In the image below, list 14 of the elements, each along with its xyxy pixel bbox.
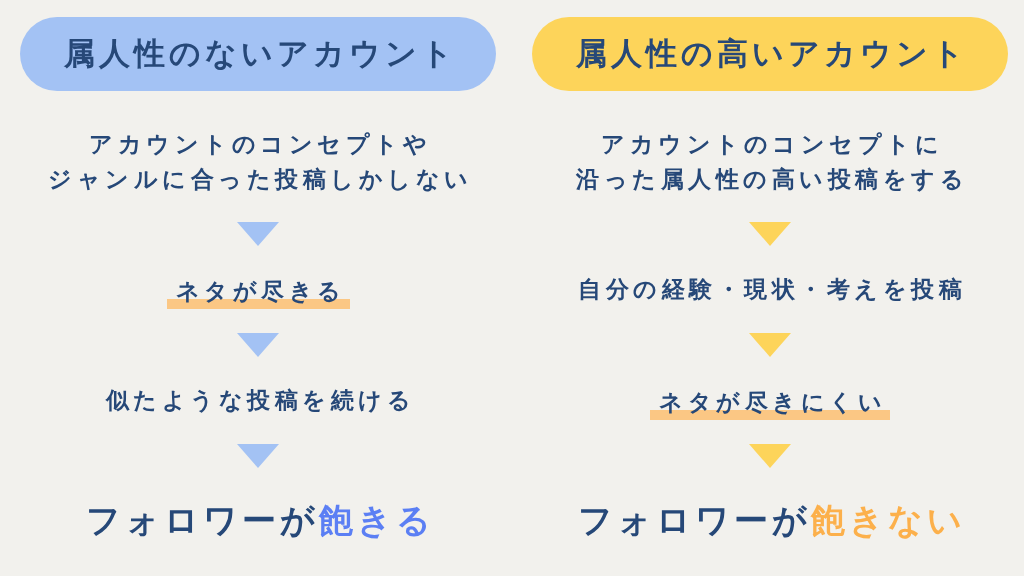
conclusion-text: フォロワーが飽きる [84,499,435,542]
step-text: 似たような投稿を続ける [104,386,415,415]
flow-arrow [237,222,279,246]
flow-arrow [237,444,279,468]
flow-arrow [749,333,791,357]
step-text: アカウントのコンセプトに沿った属人性の高い投稿をする [575,130,969,194]
flow-arrow [749,444,791,468]
category-header: 属人性のないアカウント [20,17,496,91]
conclusion-text: フォロワーが飽きない [577,499,966,542]
step-text: 自分の経験・現状・考えを投稿 [577,275,967,304]
flow-arrow [749,222,791,246]
category-header: 属人性の高いアカウント [532,17,1008,91]
step-text: アカウントのコンセプトやジャンルに合った投稿しかしない [47,130,473,194]
flow-arrow [237,333,279,357]
